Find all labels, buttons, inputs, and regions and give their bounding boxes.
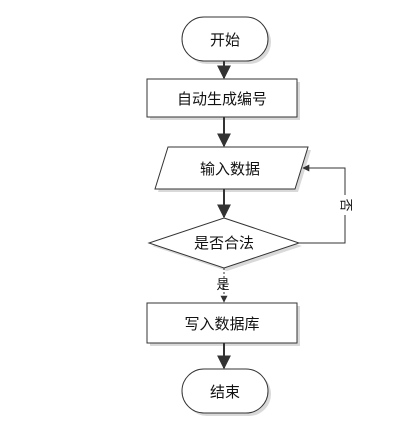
is-valid-label: 是否合法 (194, 234, 254, 252)
write-db-label: 写入数据库 (184, 315, 259, 333)
yes-label: 是 (216, 278, 229, 293)
end-label: 结束 (210, 383, 240, 401)
auto-number-node (146, 78, 298, 118)
input-data-node (154, 146, 309, 190)
no-label: 否 (338, 198, 353, 211)
start-label: 开始 (210, 31, 240, 49)
auto-number-label: 自动生成编号 (177, 90, 267, 108)
write-db-node (146, 302, 298, 344)
input-data-label: 输入数据 (200, 160, 260, 178)
no-label-bg (337, 195, 354, 215)
